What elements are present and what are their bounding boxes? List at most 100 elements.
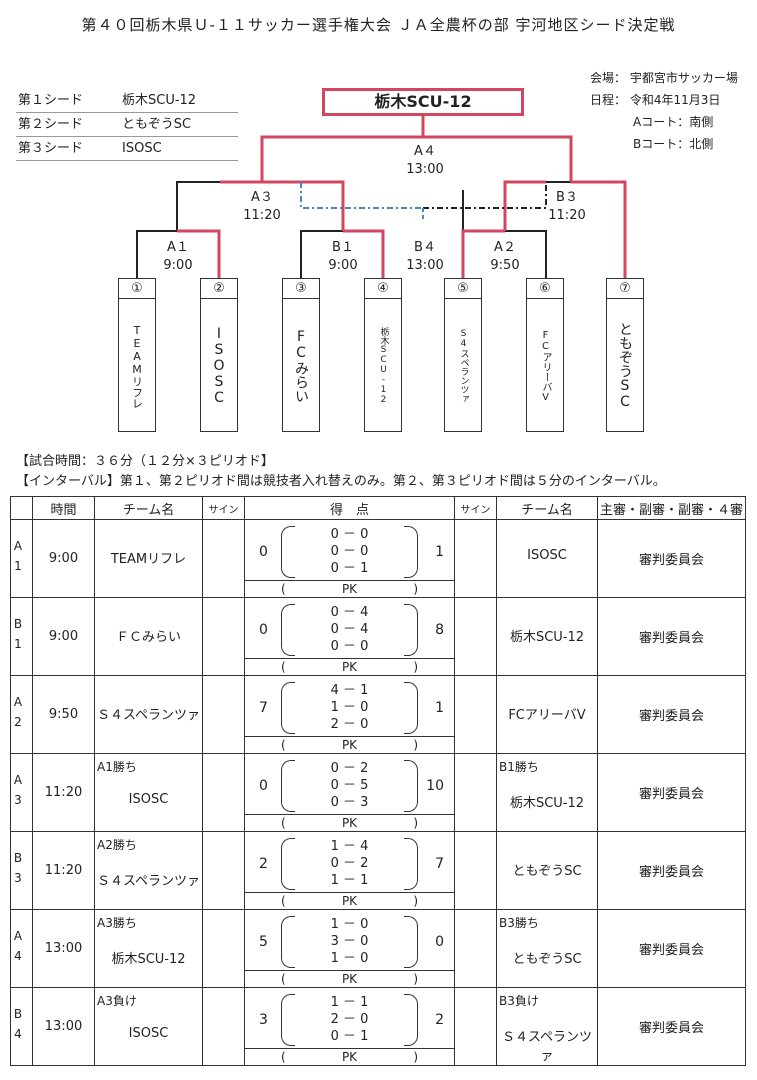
label-a4: A４ [414, 144, 436, 159]
team-name: TEAMリフレ [130, 323, 144, 409]
bracket-line-a1-left [136, 230, 177, 278]
match-id: B3 [11, 850, 25, 891]
sign1-cell [202, 987, 245, 1066]
seed-row-3: 第３シード ISOSC [16, 138, 238, 161]
referee-cell: 審判委員会 [597, 987, 746, 1066]
table-header-row: 時間 チーム名 サイン 得 点 サイン チーム名 主審・副審・副審・４審 [10, 496, 746, 520]
page-title: 第４０回栃木県Ｕ‐１１サッカー選手権大会 ＪＡ全農杯の部 宇河地区シード決定戦 [81, 16, 676, 34]
left-bracket [281, 916, 295, 968]
score-cell: 7 4 － 1 1 － 0 2 － 0 1 (PK) [244, 675, 455, 754]
pk-label: PK [341, 660, 358, 674]
bracket-line-b1-left [300, 230, 343, 278]
team1-cell: Ｓ４スペランツァ [94, 675, 203, 754]
team1-name: TEAMリフレ [110, 552, 187, 567]
right-bracket [404, 604, 418, 656]
team2-qualifier: B3負け [499, 994, 539, 1008]
period-1-score: 4 － 1 [330, 683, 369, 698]
team2-cell: 栃木SCU-12 [496, 597, 598, 676]
right-bracket [404, 916, 418, 968]
pk-label: PK [341, 582, 358, 596]
seed-team: ISOSC [122, 141, 162, 156]
sign2-cell [454, 753, 497, 832]
match-time: 9:50 [32, 675, 95, 754]
pk-line: (PK) [245, 736, 454, 753]
winner-box: 栃木SCU-12 [322, 88, 524, 116]
header-match [10, 496, 33, 520]
seed-team: ともぞうSC [122, 117, 192, 132]
seed-row-2: 第２シード ともぞうSC [16, 114, 238, 137]
bracket-line-b1-right [343, 229, 385, 278]
period-3-score: 1 － 0 [330, 951, 369, 966]
label-b4-time: 13:00 [406, 258, 444, 273]
team1-cell: A3勝ち 栃木SCU-12 [94, 909, 203, 988]
referee-cell: 審判委員会 [597, 831, 746, 910]
period-2-score: 0 － 2 [330, 856, 369, 871]
table-row: A4 13:00 A3勝ち 栃木SCU-12 5 1 － 0 3 － 0 1 －… [10, 909, 746, 988]
period-scores: 0 － 4 0 － 4 0 － 0 [305, 604, 394, 655]
period-2-score: 0 － 0 [330, 544, 369, 559]
period-2-score: 0 － 4 [330, 622, 369, 637]
left-bracket [281, 760, 295, 812]
team2-qualifier: B3勝ち [499, 916, 539, 930]
period-scores: 1 － 1 2 － 0 0 － 1 [305, 994, 394, 1045]
left-bracket [281, 838, 295, 890]
label-a2: A２ [494, 240, 516, 255]
label-a3: A３ [251, 190, 273, 205]
team-number: ① [119, 279, 155, 299]
team1-name: ISOSC [128, 792, 169, 807]
team2-total: 1 [435, 700, 444, 716]
team2-total: 8 [435, 622, 444, 638]
match-time: 9:00 [32, 519, 95, 598]
referee-cell: 審判委員会 [597, 909, 746, 988]
team-name: S4スペランツァ [458, 329, 469, 403]
team1-total: 2 [259, 856, 268, 872]
team1-cell: A2勝ち Ｓ４スペランツァ [94, 831, 203, 910]
team1-total: 0 [259, 622, 268, 638]
match-time: 11:20 [32, 753, 95, 832]
match-time: 13:00 [32, 987, 95, 1066]
header-sign2: サイン [454, 496, 497, 520]
header-referees: 主審・副審・副審・４審 [597, 496, 746, 520]
seed-label: 第１シード [18, 93, 84, 108]
period-3-score: 2 － 0 [330, 717, 369, 732]
sign2-cell [454, 831, 497, 910]
sign2-cell [454, 519, 497, 598]
seed-row-1: 第１シード 栃木SCU-12 [16, 90, 238, 113]
period-1-score: 0 － 0 [330, 527, 369, 542]
header-sign1: サイン [202, 496, 245, 520]
right-bracket [404, 760, 418, 812]
period-3-score: 0 － 1 [330, 1029, 369, 1044]
team2-name: Ｓ４スペランツァ [501, 1030, 593, 1064]
team1-name: ＦＣみらい [115, 630, 181, 645]
pk-label: PK [341, 738, 358, 752]
period-scores: 0 － 0 0 － 0 0 － 1 [305, 526, 394, 577]
team1-total: 0 [259, 544, 268, 560]
sign1-cell [202, 597, 245, 676]
match-time: 13:00 [32, 909, 95, 988]
seed-label: 第２シード [18, 117, 84, 132]
referee-cell: 審判委員会 [597, 597, 746, 676]
sign2-cell [454, 909, 497, 988]
pk-label: PK [341, 972, 358, 986]
sign2-cell [454, 597, 497, 676]
team2-name: ともぞうSC [512, 864, 582, 879]
team2-total: 1 [435, 544, 444, 560]
referee-cell: 審判委員会 [597, 675, 746, 754]
bracket-line-b3-top [503, 180, 546, 231]
period-scores: 0 － 2 0 － 5 0 － 3 [305, 760, 394, 811]
match-id: B1 [11, 616, 25, 657]
team1-cell: A3負け ISOSC [94, 987, 203, 1066]
header-team2: チーム名 [496, 496, 598, 520]
team2-name: 栃木SCU-12 [509, 630, 585, 645]
score-cell: 2 1 － 4 0 － 2 1 － 1 7 (PK) [244, 831, 455, 910]
right-bracket [404, 994, 418, 1046]
team1-name: ISOSC [128, 1026, 169, 1041]
pk-label: PK [341, 894, 358, 908]
team2-name: 栃木SCU-12 [509, 796, 585, 811]
bracket-line-b3-right [571, 180, 627, 278]
team2-total: 7 [435, 856, 444, 872]
period-1-score: 0 － 2 [330, 761, 369, 776]
sign1-cell [202, 675, 245, 754]
team2-name: ISOSC [527, 548, 567, 563]
table-row: B3 11:20 A2勝ち Ｓ４スペランツァ 2 1 － 4 0 － 2 1 －… [10, 831, 746, 910]
